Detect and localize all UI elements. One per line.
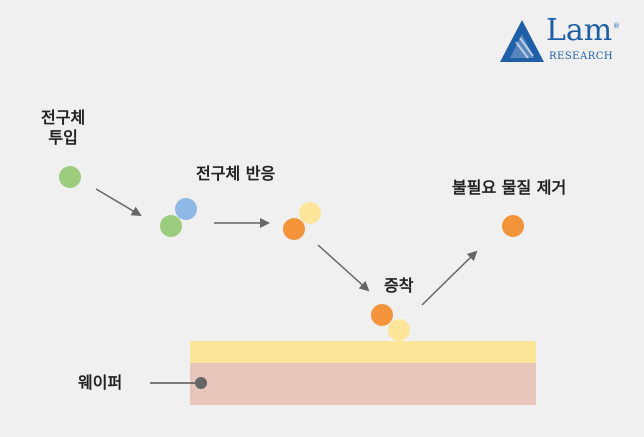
deposited-molecule-orange (371, 304, 393, 326)
arrow-to-removal (421, 250, 478, 306)
logo-subtitle: RESEARCH (549, 51, 614, 62)
label-precursor-input: 전구체 투입 (41, 108, 85, 148)
wafer-surface-layer (190, 341, 536, 363)
label-wafer: 웨이퍼 (78, 373, 123, 392)
wafer-body (190, 363, 536, 405)
reaction-molecule-yellow (299, 202, 321, 224)
label-removal: 불필요 물질 제거 (452, 178, 567, 197)
logo-registered-mark: ® (613, 22, 620, 30)
byproduct-molecule-orange (502, 215, 524, 237)
reactant-molecule-green (160, 215, 182, 237)
label-precursor-input-line2: 투입 (48, 128, 78, 147)
reaction-molecule-orange (283, 218, 305, 240)
deposited-molecule-yellow (388, 319, 410, 341)
lam-research-logo: Lam ® RESEARCH (498, 14, 620, 66)
precursor-molecule-green (59, 166, 81, 188)
reactant-molecule-blue (175, 198, 197, 220)
lam-logo-mark-icon (500, 20, 544, 62)
logo-name: Lam (546, 13, 613, 48)
wafer-pointer-dot (195, 377, 207, 389)
label-precursor-reaction: 전구체 반응 (196, 164, 276, 183)
label-deposition: 증착 (384, 276, 414, 295)
arrow-input-to-reaction (95, 188, 142, 217)
arrow-to-deposition (317, 244, 370, 292)
label-precursor-input-line1: 전구체 (41, 108, 86, 127)
